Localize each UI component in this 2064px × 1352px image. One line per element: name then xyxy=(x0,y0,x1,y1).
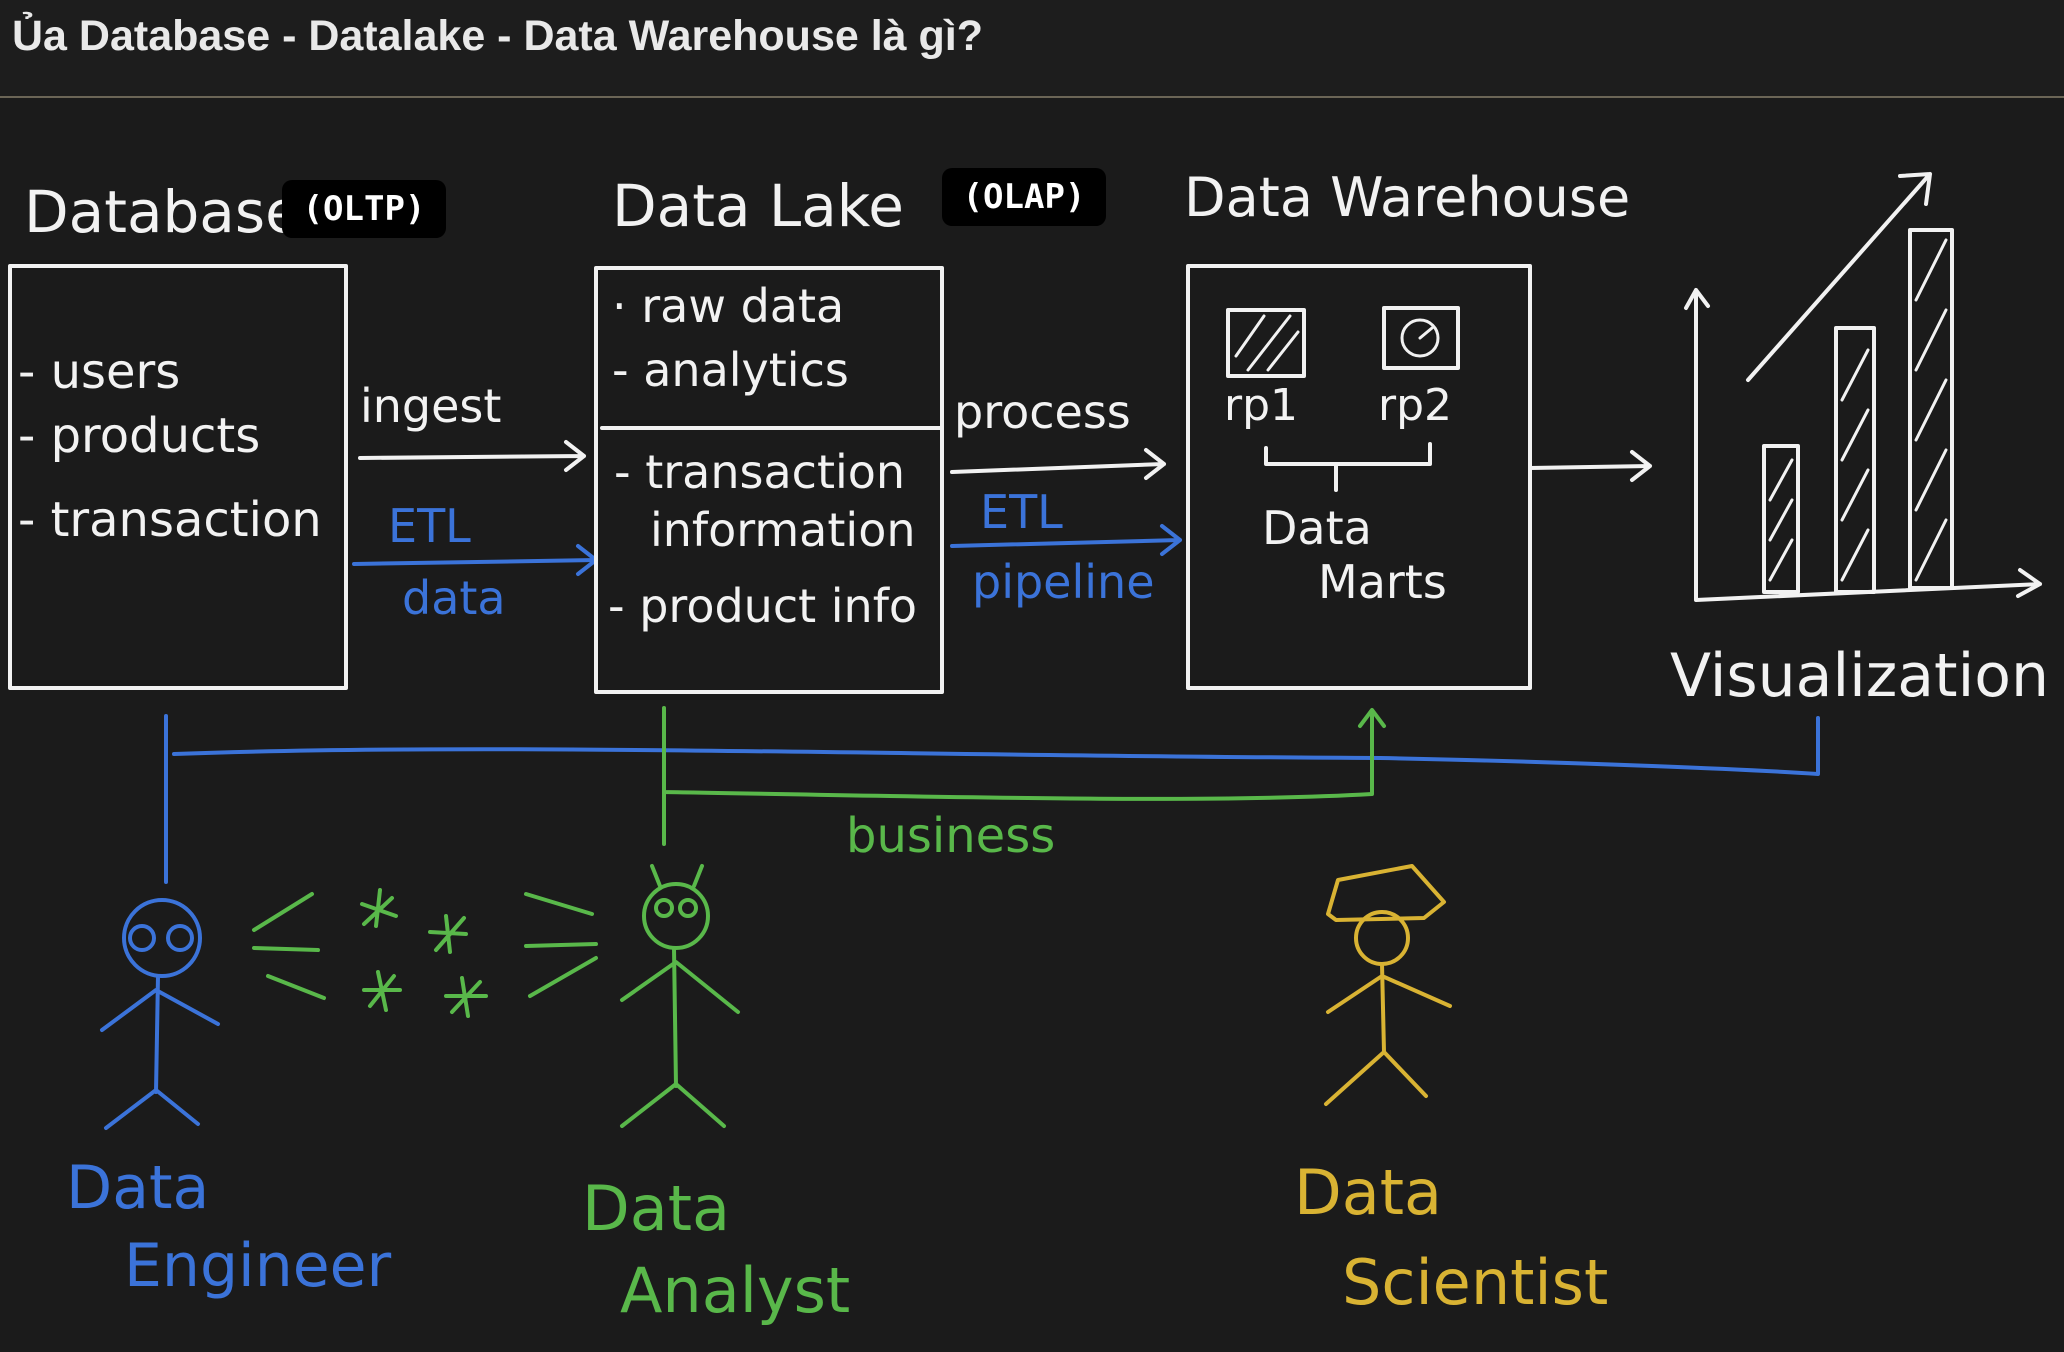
ingest-arrow xyxy=(358,440,586,472)
data-lake-stage: Data Lake · raw data - analytics - trans… xyxy=(594,172,944,694)
visualization-bar-3 xyxy=(1908,228,1954,590)
olap-tag: (OLAP) xyxy=(963,177,1086,217)
ingest-label: ingest xyxy=(360,379,501,433)
scientist-body xyxy=(1324,962,1452,1106)
header-bar: Ủa Database - Datalake - Data Warehouse … xyxy=(0,0,2064,98)
analyst-body xyxy=(620,864,740,1128)
data-engineer-figure xyxy=(100,898,220,1130)
data-marts-line-1: Data xyxy=(1262,501,1372,555)
visualization-axes xyxy=(1684,288,2042,602)
engineer-label-line-2: Engineer xyxy=(124,1231,392,1301)
process-arrow-group: process ETL pipeline xyxy=(950,385,1182,609)
engineer-head xyxy=(122,898,202,978)
data-warehouse-stage: Data Warehouse rp1 rp2 Data Marts xyxy=(1184,166,1630,690)
oltp-tag-bg xyxy=(282,180,446,238)
database-item-transaction: - transaction xyxy=(18,492,322,548)
analyst-scope-line xyxy=(662,706,1386,846)
database-item-users: - users xyxy=(18,344,180,400)
analyst-label-line-1: Data xyxy=(582,1172,730,1245)
scientist-label-line-1: Data xyxy=(1294,1156,1442,1229)
report-1-hatch xyxy=(1234,314,1300,372)
etl-label-1: ETL xyxy=(388,499,471,553)
ingest-arrow-group: ingest ETL data xyxy=(352,379,598,625)
database-box xyxy=(8,264,348,690)
visualization-arrow xyxy=(1528,450,1652,482)
visualization-label: Visualization xyxy=(1670,641,2049,711)
data-lake-box xyxy=(594,266,944,694)
data-warehouse-title: Data Warehouse xyxy=(1184,166,1630,229)
olap-tag-bg xyxy=(942,168,1106,226)
etl-arrow-2 xyxy=(950,524,1182,556)
database-stage: Database (OLTP) - users - products - tra… xyxy=(8,178,446,690)
business-label: business xyxy=(846,808,1055,864)
data-lake-transaction: - transaction xyxy=(614,445,905,499)
analyst-label-line-2: Analyst xyxy=(620,1254,850,1327)
star-icon xyxy=(360,888,398,928)
star-icon xyxy=(428,914,468,954)
data-marts-bracket xyxy=(1264,442,1432,492)
database-item-products: - products xyxy=(18,408,260,464)
visualization-bar-hatching xyxy=(1768,238,1948,582)
report-2-icon xyxy=(1382,306,1460,370)
data-lake-analytics: - analytics xyxy=(612,343,849,397)
scientist-graduation-cap-icon xyxy=(1326,864,1446,922)
oltp-tag: (OLTP) xyxy=(303,189,426,229)
engineer-eye-right xyxy=(166,924,194,952)
analyst-eye-right xyxy=(678,898,698,918)
analyst-eye-left xyxy=(654,898,674,918)
visualization-bar-2 xyxy=(1834,326,1876,594)
collaboration-sparks xyxy=(252,888,598,1018)
data-lake-raw-data: · raw data xyxy=(612,279,844,333)
data-lake-title: Data Lake xyxy=(612,172,904,240)
visualization-bar-1 xyxy=(1762,444,1800,594)
report-1-icon xyxy=(1226,308,1306,378)
report-2-label: rp2 xyxy=(1378,380,1452,431)
data-scientist-figure xyxy=(1324,864,1452,1106)
data-lake-product-info: - product info xyxy=(608,579,917,633)
process-label: process xyxy=(954,385,1131,439)
engineer-body xyxy=(100,974,220,1130)
data-warehouse-box xyxy=(1186,264,1532,690)
engineer-label-line-1: Data xyxy=(66,1153,209,1223)
data-analyst-figure xyxy=(620,864,740,1128)
database-title: Database xyxy=(24,178,301,246)
engineer-eye-left xyxy=(128,924,156,952)
data-marts-line-2: Marts xyxy=(1318,555,1447,609)
report-2-pie-icon xyxy=(1400,318,1440,358)
data-label: data xyxy=(402,571,506,625)
report-1-label: rp1 xyxy=(1224,380,1298,431)
star-icon xyxy=(444,976,488,1018)
engineer-scope-line xyxy=(164,714,1820,884)
star-icon xyxy=(362,970,402,1012)
scientist-label-line-2: Scientist xyxy=(1342,1246,1608,1319)
analyst-head xyxy=(642,882,710,950)
trend-arrow xyxy=(1746,172,1932,382)
visualization-stage: Visualization xyxy=(1670,172,2049,711)
pipeline-label: pipeline xyxy=(972,555,1155,609)
data-lake-information: information xyxy=(650,503,916,557)
process-arrow xyxy=(950,448,1166,480)
etl-label-2: ETL xyxy=(980,485,1063,539)
page-title: Ủa Database - Datalake - Data Warehouse … xyxy=(12,12,984,60)
